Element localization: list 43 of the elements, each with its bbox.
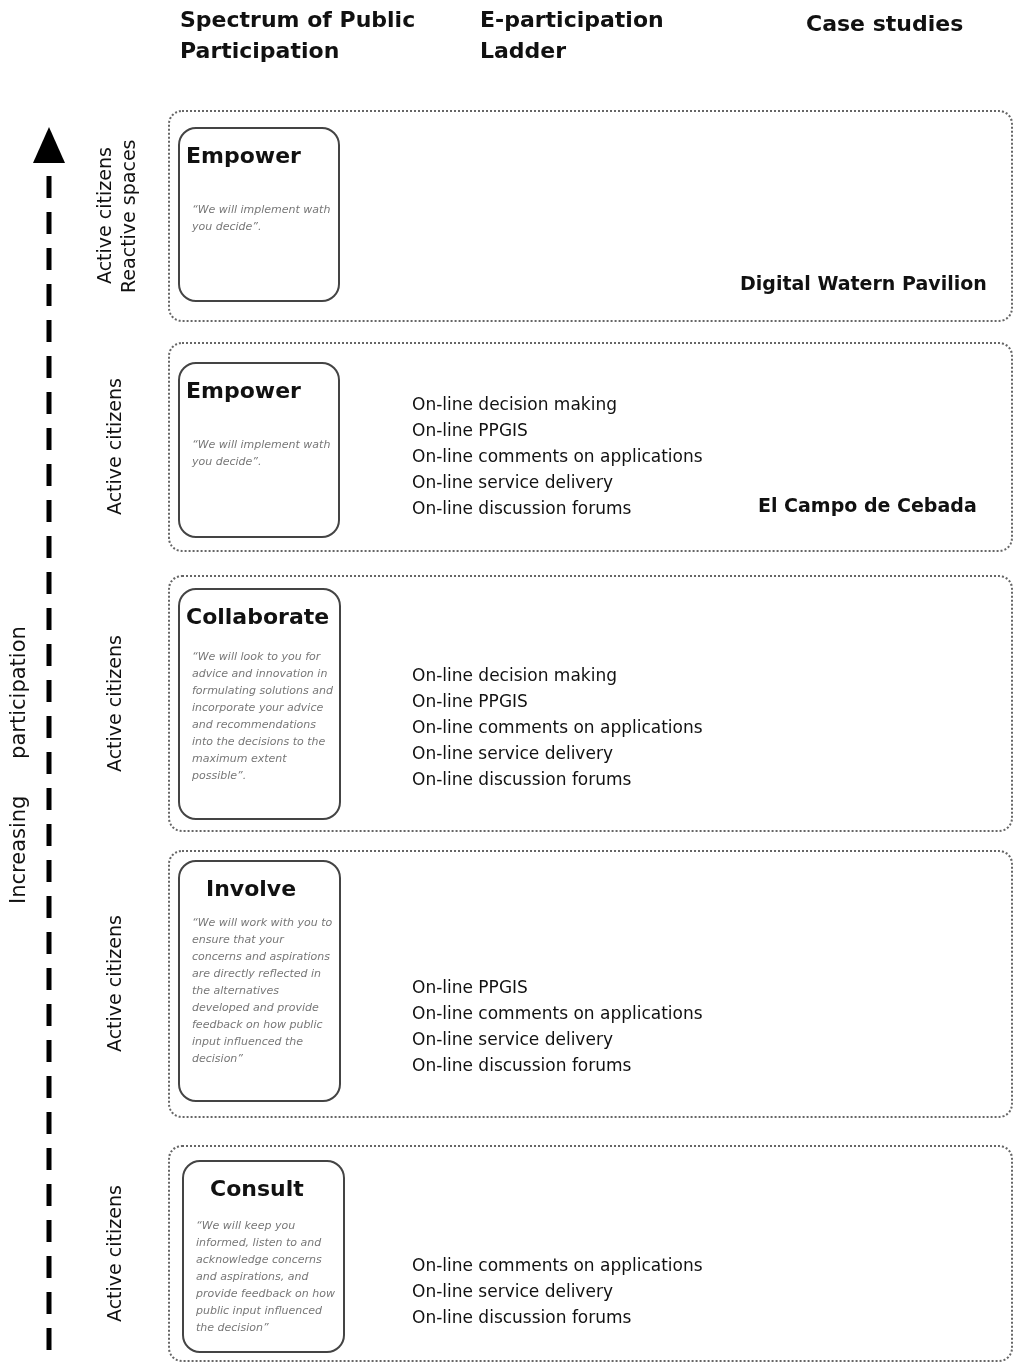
level-heading: Empower bbox=[186, 143, 301, 168]
row-label: Active citizens bbox=[102, 914, 126, 1055]
list-item: On-line decision making bbox=[412, 665, 617, 685]
case-study-name: Digital Watern Pavilion bbox=[740, 272, 987, 294]
column-heading: Case studies bbox=[806, 10, 965, 38]
list-item: On-line service delivery bbox=[412, 743, 613, 763]
level-heading: Empower bbox=[186, 378, 301, 403]
list-item: On-line comments on applications bbox=[412, 446, 703, 466]
level-quote: “We will implement wath you decide”. bbox=[192, 437, 332, 470]
row-label: Active citizens bbox=[102, 1184, 126, 1324]
level-card bbox=[182, 1160, 345, 1353]
column-heading: E-participation Ladder bbox=[480, 6, 665, 65]
level-quote: “We will work with you to ensure that your concerns and aspirations are directly reflected in the alternatives developed and provide feedback on how public input influenced the decision” bbox=[192, 915, 333, 1067]
list-item: On-line service delivery bbox=[412, 1029, 613, 1049]
level-heading: Involve bbox=[206, 876, 297, 901]
row-label: Active citizens bbox=[102, 377, 126, 518]
list-item: On-line service delivery bbox=[412, 1281, 613, 1301]
list-item: On-line decision making bbox=[412, 394, 617, 414]
list-item: On-line PPGIS bbox=[412, 691, 528, 711]
row-label: Active citizens bbox=[102, 634, 126, 774]
level-quote: “We will keep you informed, listen to and acknowledge concerns and aspirations, and provide feedback on how public input influenced the decision” bbox=[196, 1218, 336, 1336]
list-item: On-line discussion forums bbox=[412, 1055, 632, 1075]
list-item: On-line comments on applications bbox=[412, 1255, 703, 1275]
level-card bbox=[178, 362, 340, 538]
list-item: On-line comments on applications bbox=[412, 717, 703, 737]
level-card bbox=[178, 860, 341, 1102]
list-item: On-line PPGIS bbox=[412, 420, 528, 440]
level-card bbox=[178, 127, 340, 302]
list-item: On-line service delivery bbox=[412, 472, 613, 492]
level-heading: Consult bbox=[210, 1176, 304, 1201]
case-study-name: El Campo de Cebada bbox=[758, 494, 977, 516]
level-card bbox=[178, 588, 341, 820]
level-quote: “We will implement wath you decide”. bbox=[192, 202, 332, 235]
list-item: On-line discussion forums bbox=[412, 769, 632, 789]
list-item: On-line discussion forums bbox=[412, 498, 632, 518]
row-label: Active citizens Reactive spaces bbox=[92, 138, 140, 295]
list-item: On-line PPGIS bbox=[412, 977, 528, 997]
column-heading: Spectrum of Public Participation bbox=[180, 6, 417, 65]
list-item: On-line discussion forums bbox=[412, 1307, 632, 1327]
level-heading: Collaborate bbox=[186, 604, 330, 629]
level-quote: “We will look to you for advice and innovation in formulating solutions and incorporate your advice and recommendations into the decisions to the maximum extent possible”. bbox=[192, 649, 333, 784]
list-item: On-line comments on applications bbox=[412, 1003, 703, 1023]
axis-label: Increasing participation bbox=[6, 625, 31, 906]
